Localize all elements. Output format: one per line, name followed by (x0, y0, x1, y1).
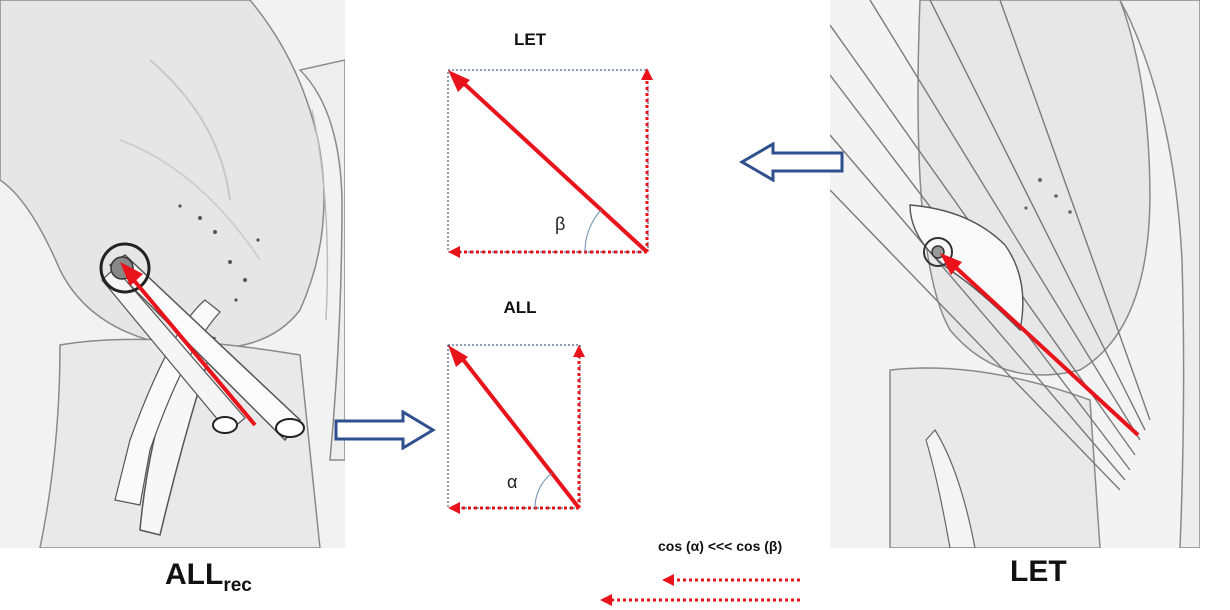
cosine-comparison-text: cos (α) <<< cos (β) (658, 538, 782, 554)
right-knee-illustration (830, 0, 1200, 548)
all-box-title: ALL (480, 298, 560, 318)
left-knee-illustration (0, 0, 345, 548)
right-panel-caption: LET (1010, 555, 1067, 589)
alpha-angle-arc (535, 473, 552, 508)
left-panel-caption-main: ALL (165, 558, 223, 591)
let-vector-diagram (440, 60, 660, 260)
alpha-angle-label: α (507, 472, 517, 493)
let-resultant-vector (458, 78, 647, 252)
beta-angle-label: β (555, 214, 565, 235)
beta-angle-arc (585, 210, 601, 252)
let-box-title: LET (490, 30, 570, 50)
arrow-right-icon (333, 410, 438, 450)
arrow-left-icon (738, 142, 846, 182)
all-resultant-vector (458, 353, 579, 508)
legend-force-arrows (590, 568, 810, 608)
left-panel-caption-sub: rec (223, 575, 252, 596)
left-panel-caption: ALLrec (165, 558, 252, 597)
